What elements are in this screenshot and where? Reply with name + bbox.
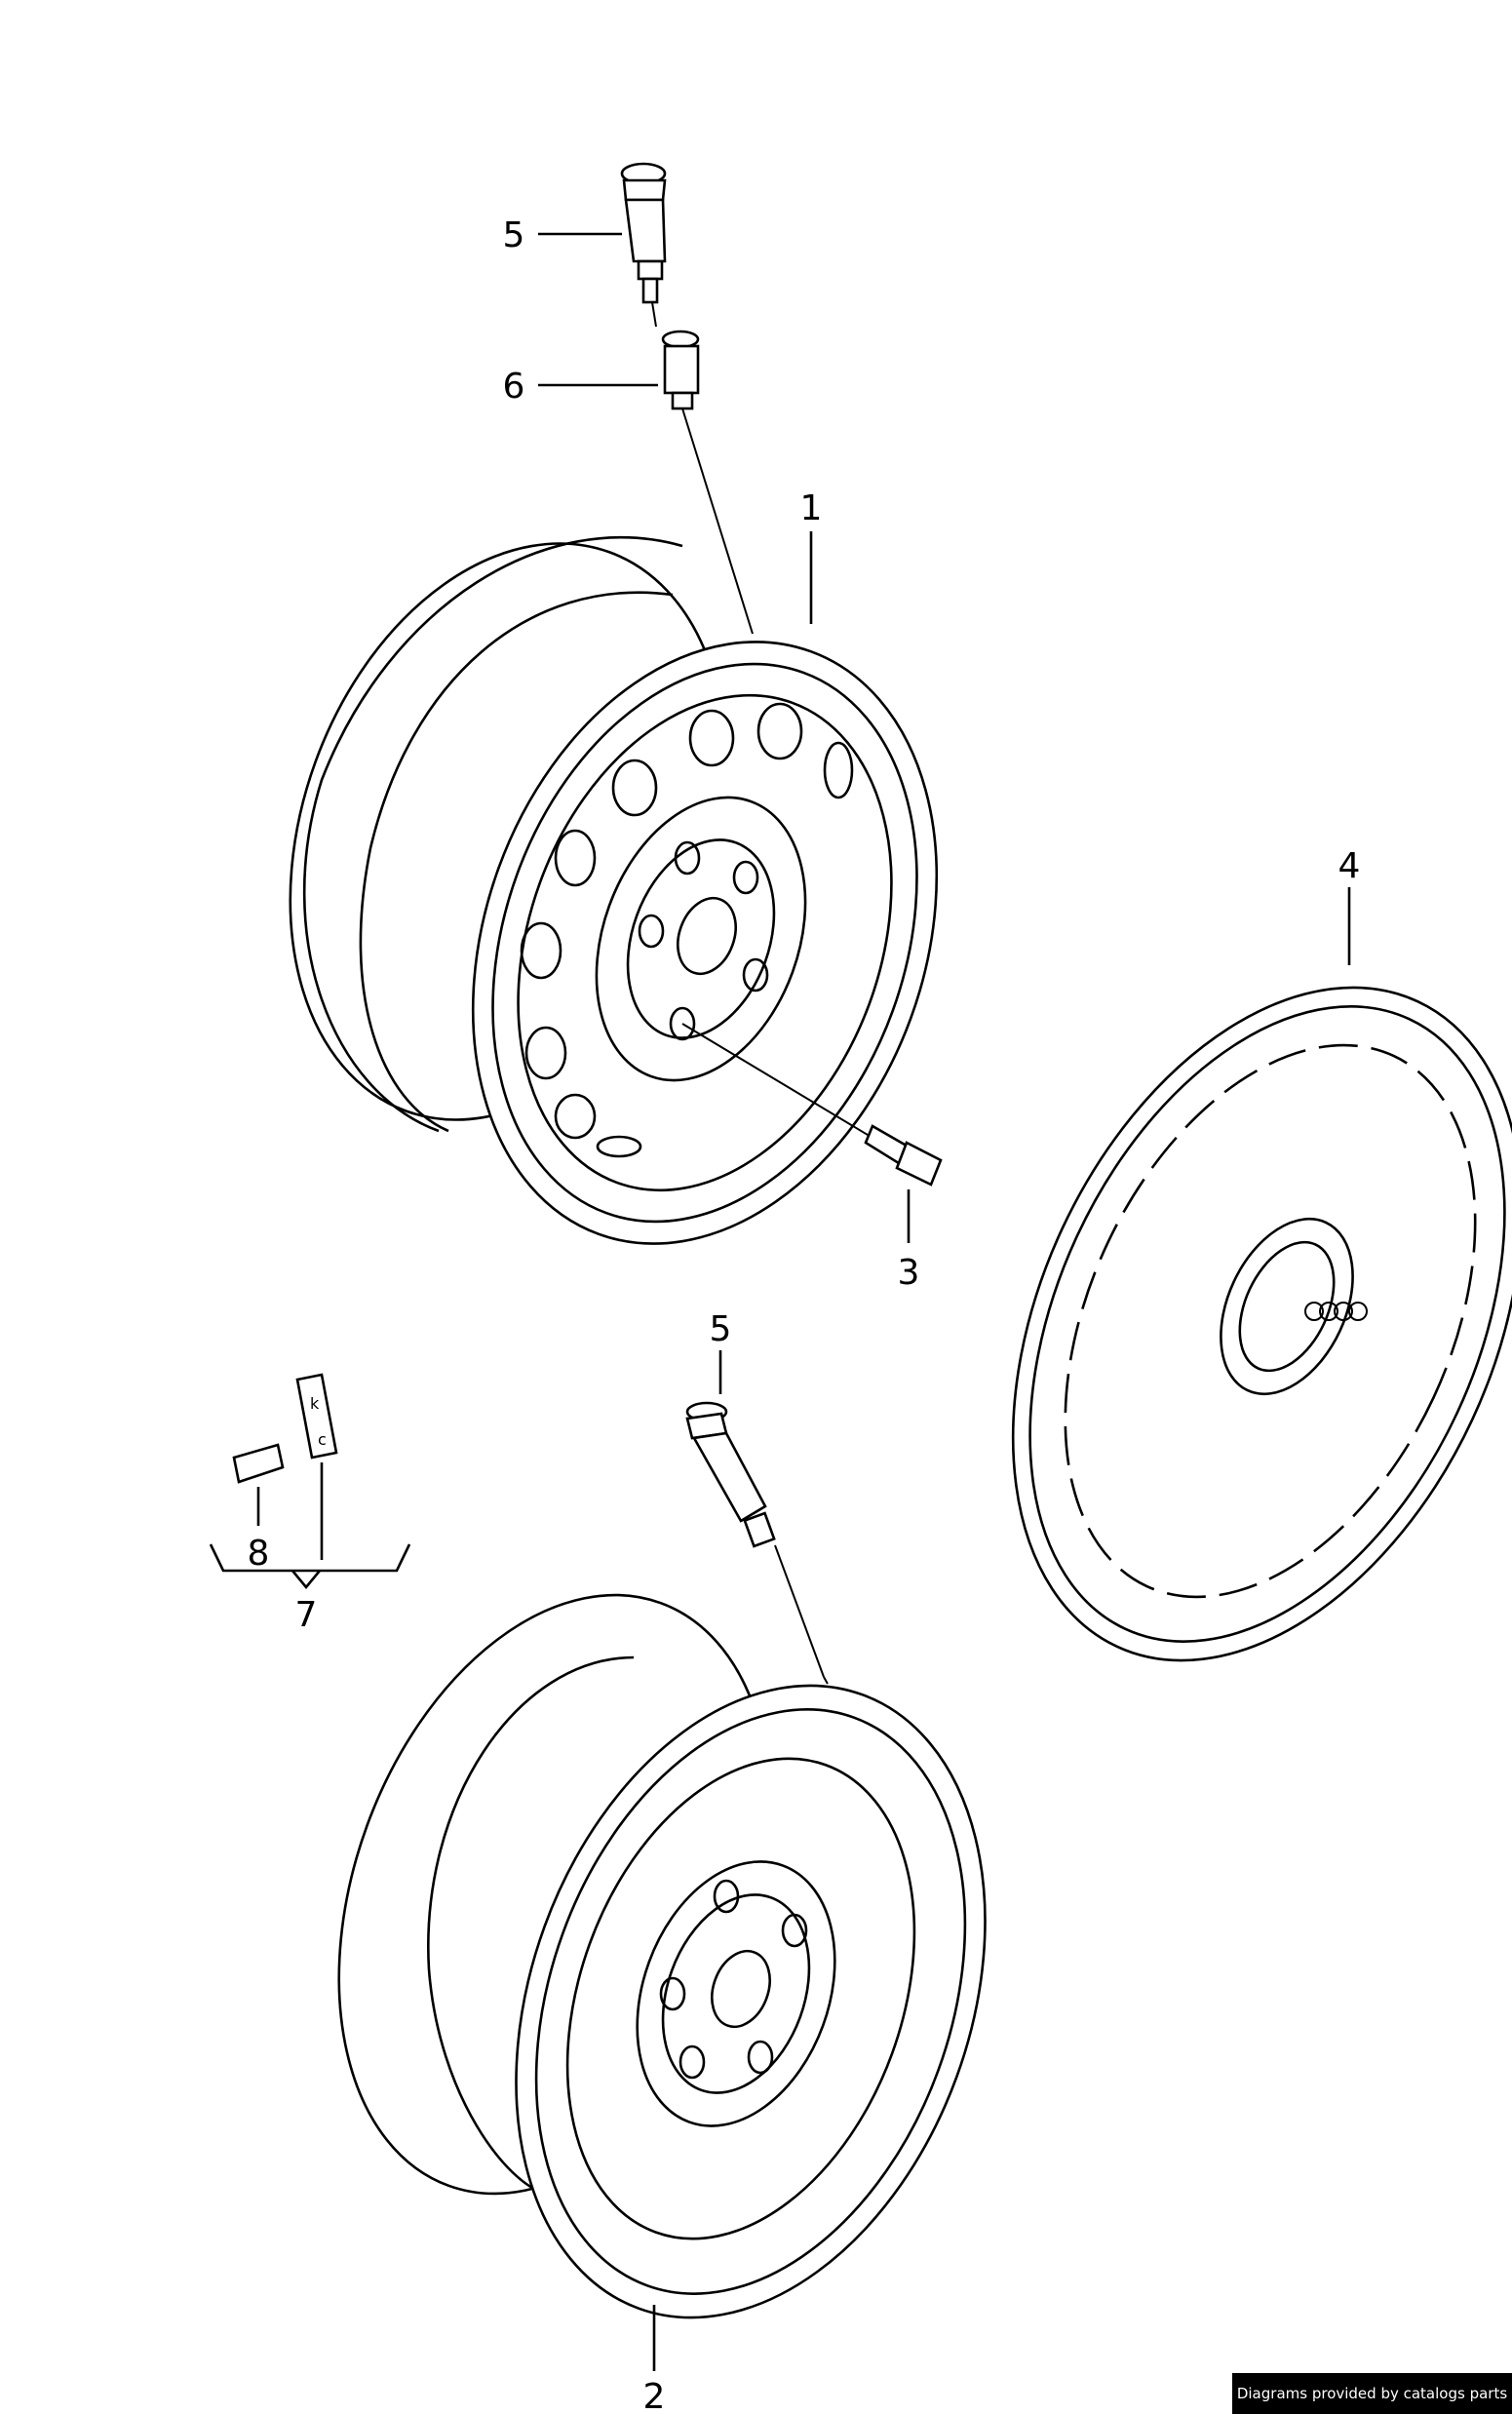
callout-4: 4 bbox=[1338, 846, 1361, 886]
wheel-bolt-part-3 bbox=[864, 1124, 943, 1187]
balance-weight-part-8 bbox=[232, 1443, 285, 1484]
steel-wheel-part-1 bbox=[289, 536, 939, 1245]
audi-rings-logo bbox=[1304, 1302, 1368, 1321]
callout-5-bottom: 5 bbox=[710, 1309, 732, 1349]
diagram-credit-badge: Diagrams provided by catalogs parts bbox=[1232, 2373, 1512, 2414]
callout-7: 7 bbox=[295, 1595, 318, 1635]
callout-6: 6 bbox=[503, 367, 525, 407]
balance-weight-part-7: k c bbox=[295, 1373, 338, 1460]
valve-part-5-bottom bbox=[685, 1401, 869, 1756]
weight-mark-k: k bbox=[310, 1394, 320, 1413]
callout-3: 3 bbox=[898, 1253, 920, 1293]
callout-5-top: 5 bbox=[503, 215, 525, 255]
callout-1: 1 bbox=[800, 488, 823, 528]
hub-cap-part-4 bbox=[1011, 986, 1512, 1662]
group-bracket-7 bbox=[209, 1543, 411, 1590]
spare-wheel-part-2 bbox=[337, 1593, 987, 2319]
weight-mark-c: c bbox=[318, 1430, 327, 1449]
callout-8: 8 bbox=[248, 1534, 270, 1574]
valve-part-5-top bbox=[620, 162, 667, 328]
callout-2: 2 bbox=[643, 2377, 666, 2414]
valve-adapter-part-6 bbox=[661, 330, 754, 635]
